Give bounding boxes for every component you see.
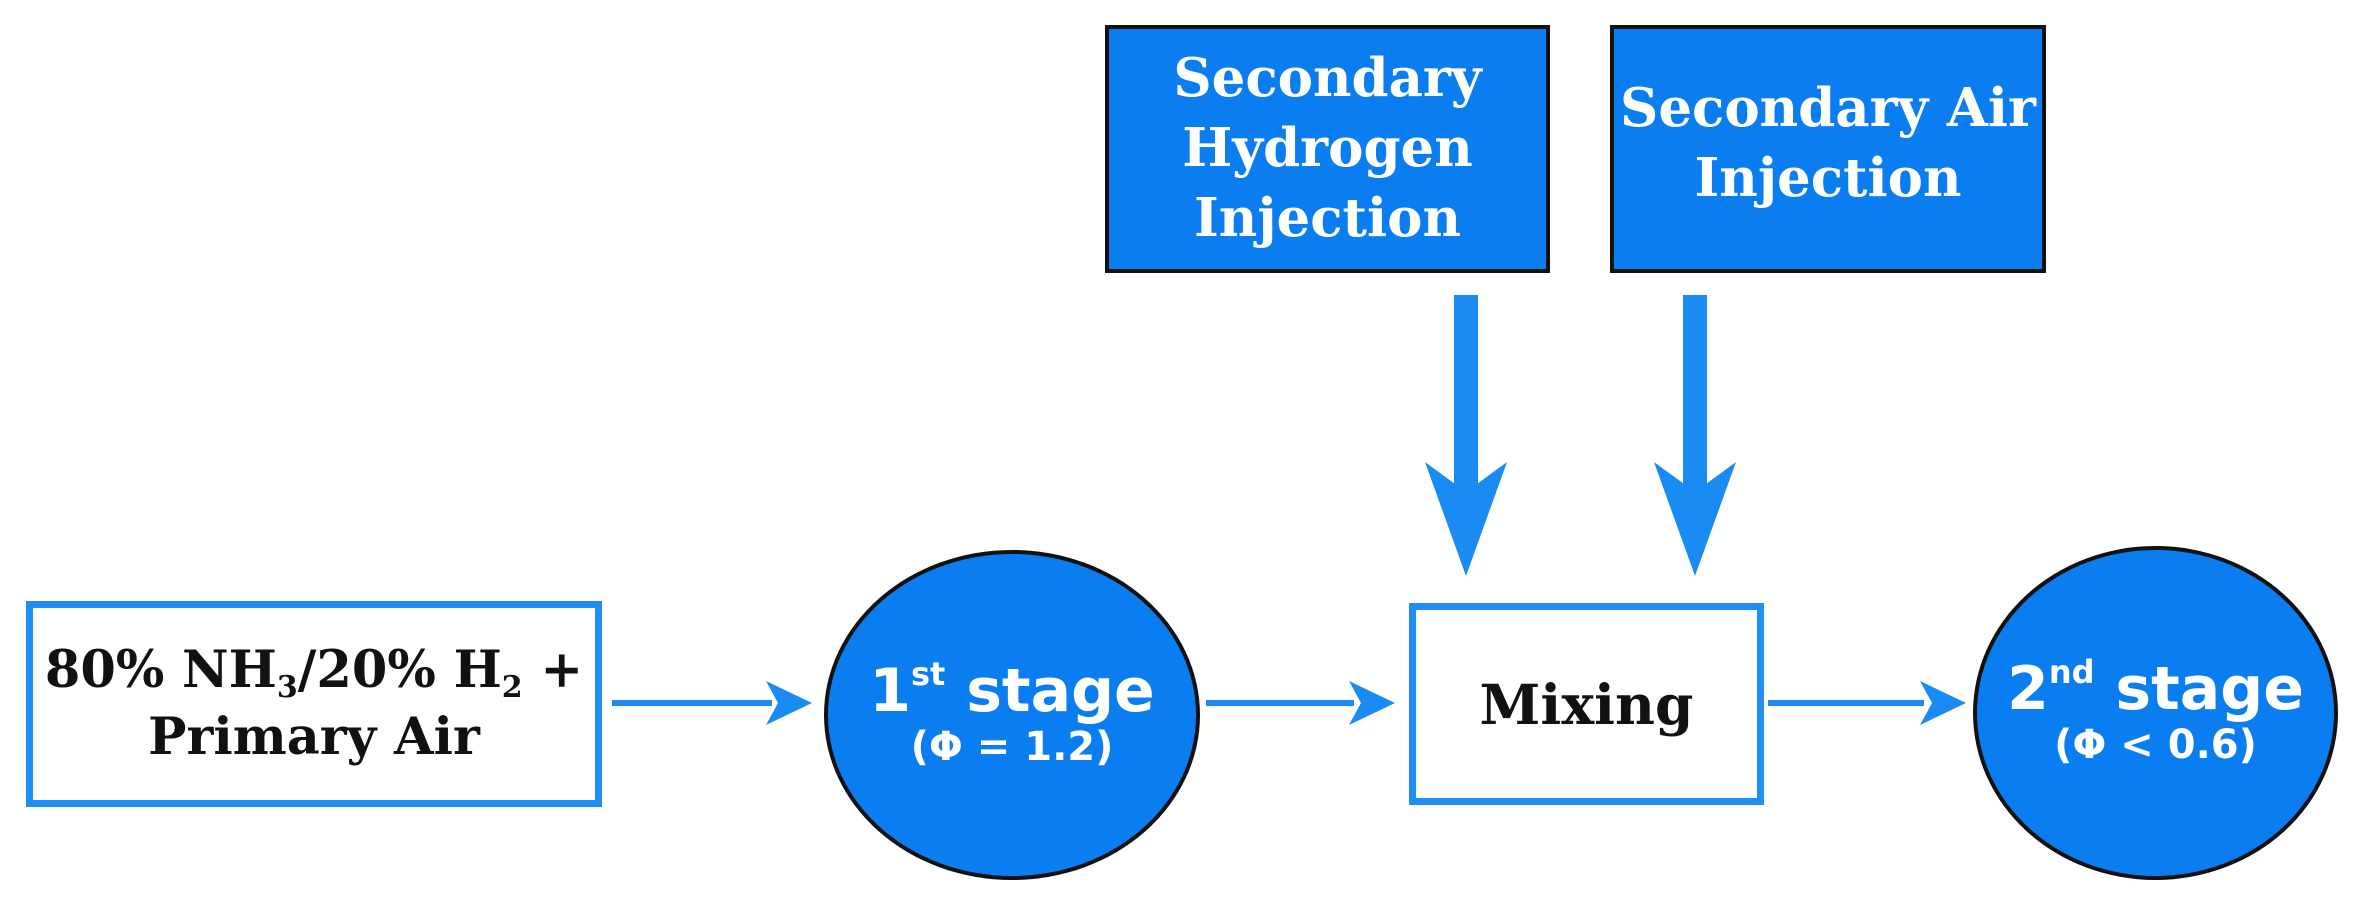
arrow-mixing-to-stage2 bbox=[1768, 681, 1966, 725]
mixing-box: Mixing bbox=[1409, 603, 1764, 805]
mixing-label: Mixing bbox=[1479, 671, 1694, 737]
arrow-feed-to-stage1 bbox=[612, 681, 812, 725]
secondary-hydrogen-line3: Injection bbox=[1194, 186, 1461, 249]
feed-line2: Primary Air bbox=[148, 707, 480, 767]
arrow-stage1-to-mixing bbox=[1206, 681, 1395, 725]
secondary-hydrogen-injection-box: Secondary Hydrogen Injection bbox=[1105, 25, 1550, 273]
secondary-hydrogen-line2: Hydrogen bbox=[1182, 117, 1473, 180]
arrow-air-down bbox=[1654, 295, 1736, 576]
secondary-air-line1: Secondary Air bbox=[1620, 77, 2036, 140]
second-stage-condition: (Φ < 0.6) bbox=[2054, 721, 2257, 768]
feed-box: 80% NH3/20% H2 + Primary Air bbox=[26, 601, 602, 807]
secondary-air-line2: Injection bbox=[1694, 147, 1962, 209]
first-stage-label: 1st stage bbox=[869, 654, 1155, 726]
feed-line1: 80% NH3/20% H2 + bbox=[44, 639, 584, 705]
secondary-hydrogen-line1: Secondary bbox=[1173, 47, 1482, 110]
secondary-air-injection-box: Secondary Air Injection bbox=[1610, 25, 2046, 273]
arrow-hydrogen-down bbox=[1425, 295, 1507, 576]
second-stage-circle: 2nd stage (Φ < 0.6) bbox=[1973, 546, 2338, 880]
first-stage-condition: (Φ = 1.2) bbox=[910, 723, 1114, 770]
first-stage-circle: 1st stage (Φ = 1.2) bbox=[824, 550, 1200, 880]
second-stage-label: 2nd stage bbox=[2007, 652, 2304, 724]
